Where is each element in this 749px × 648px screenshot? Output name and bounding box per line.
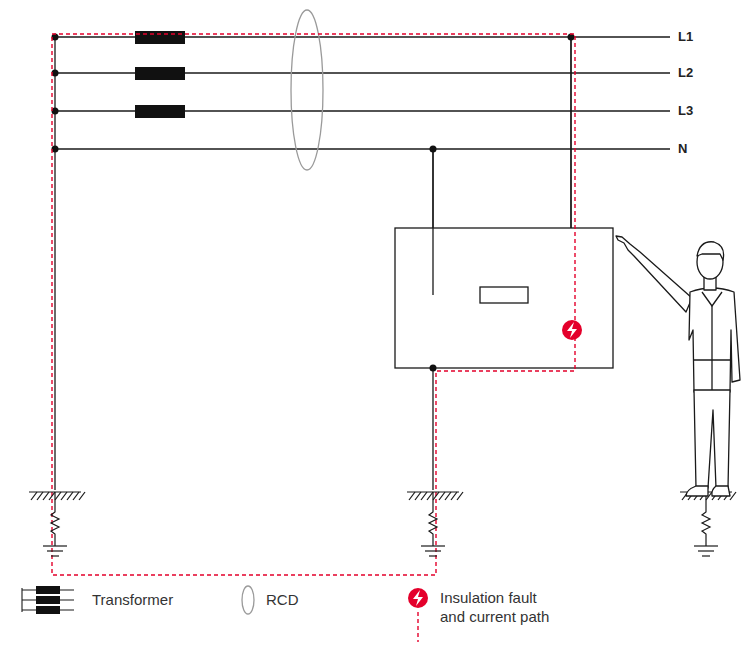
conductor-label: L1 <box>678 29 693 45</box>
legend-text: RCD <box>266 590 299 609</box>
equipment-enclosure <box>395 228 613 368</box>
neutral-inside <box>432 228 433 295</box>
legend-text: Transformer <box>92 590 173 609</box>
fault-current-path <box>52 34 575 575</box>
load-resistor <box>480 287 528 303</box>
neutral-drop <box>432 149 433 228</box>
earth-electrode <box>680 492 736 556</box>
legend-transformer-sample <box>22 586 74 614</box>
earth-electrode <box>407 492 463 556</box>
legend-text: Insulation fault and current path <box>440 588 558 626</box>
protective-earth-wire <box>432 368 433 490</box>
legend-fault-sample <box>408 588 428 642</box>
conductor-label: N <box>678 141 687 157</box>
earth-symbols <box>29 492 736 556</box>
conductor-label: L2 <box>678 65 693 81</box>
insulation-fault-symbol <box>562 320 582 340</box>
earth-electrode <box>29 492 85 556</box>
conductor-label: L3 <box>678 103 693 119</box>
junction-dots <box>52 34 575 372</box>
legend-rcd-sample <box>242 586 254 614</box>
neutral-conductor <box>55 148 670 149</box>
source-earth-wire <box>54 37 55 490</box>
legend-samples <box>22 586 428 642</box>
transformer-symbol <box>135 31 185 118</box>
phase-drop <box>570 37 571 228</box>
person-figure <box>616 236 740 496</box>
wiring <box>55 37 670 490</box>
